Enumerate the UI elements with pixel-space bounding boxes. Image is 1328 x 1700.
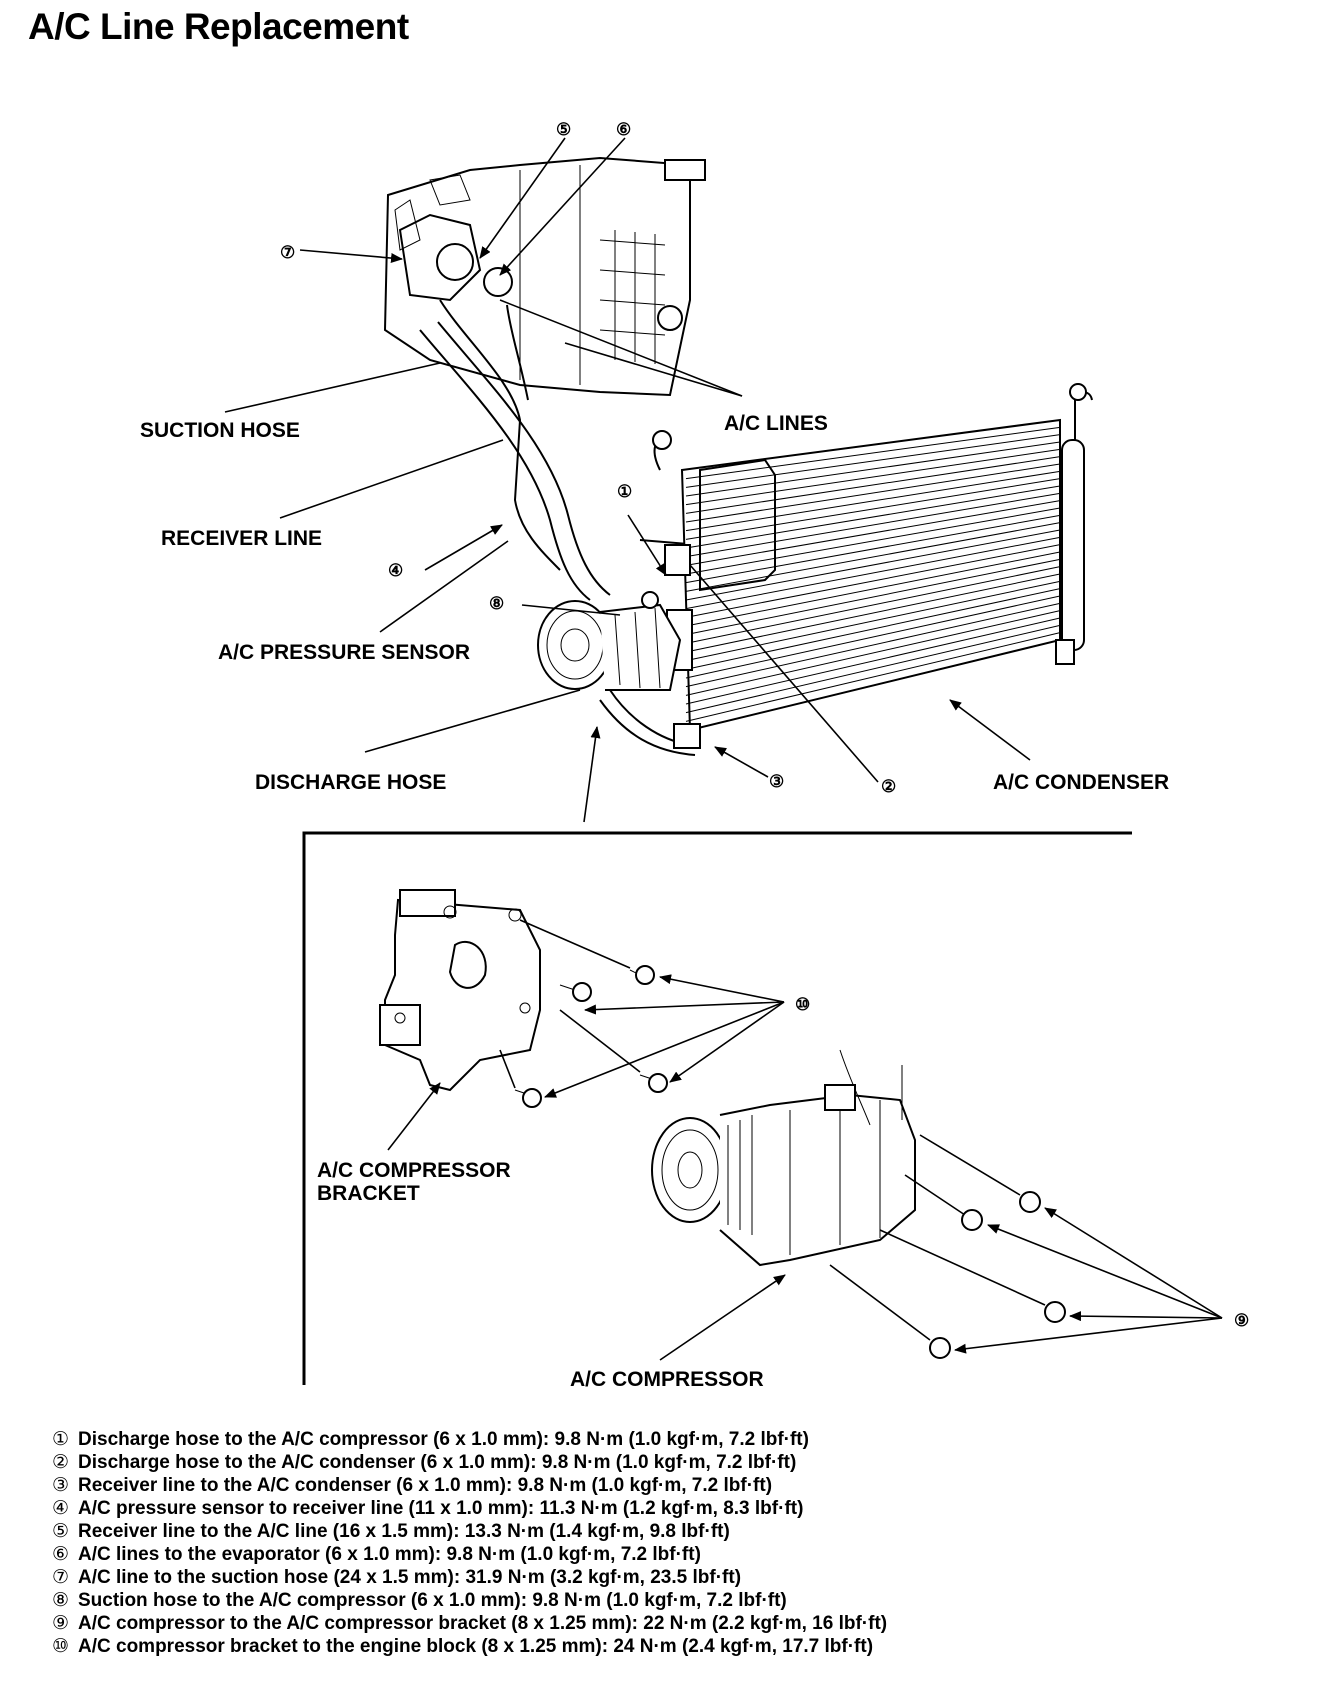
spec-text: A/C compressor bracket to the engine blo… — [78, 1636, 874, 1657]
upper-leaders — [224, 137, 1031, 823]
callout-1: ① — [617, 482, 632, 501]
spec-row: ⑤ Receiver line to the A/C line (16 x 1.5… — [52, 1520, 887, 1543]
condenser-fin — [685, 529, 1061, 601]
compressor-bolts — [829, 1134, 1066, 1359]
spec-row: ⑦ A/C line to the suction hose (24 x 1.5 … — [52, 1566, 887, 1589]
callout-5: ⑤ — [556, 120, 571, 139]
ac-line-diagram: ⑤ ⑥ ⑦ ① ④ ⑧ ③ ② ⑩ ⑨ SUCTION HOSE A/C LIN… — [140, 120, 1249, 1391]
callout-2: ② — [881, 777, 896, 796]
spec-text: Discharge hose to the A/C compressor (6 … — [78, 1429, 809, 1450]
condenser-fin — [685, 514, 1061, 584]
condenser-fin — [685, 551, 1061, 627]
label-suction-hose: SUCTION HOSE — [140, 419, 300, 442]
condenser-fin — [685, 624, 1061, 714]
spec-number: ⑤ — [52, 1521, 70, 1542]
evaporator-unit — [383, 156, 706, 397]
condenser-fin — [685, 602, 1061, 688]
label-pressure-sensor: A/C PRESSURE SENSOR — [218, 641, 470, 664]
condenser-fin — [685, 617, 1061, 705]
condenser-fin — [685, 478, 1061, 540]
spec-number: ⑥ — [52, 1544, 70, 1565]
condenser-fin — [685, 588, 1061, 670]
compressor-bracket — [379, 889, 541, 1092]
spec-text: Receiver line to the A/C line (16 x 1.5 … — [78, 1521, 730, 1542]
condenser-fin — [685, 595, 1061, 679]
condenser-fin — [685, 632, 1061, 722]
label-receiver-line: RECEIVER LINE — [161, 527, 322, 550]
compressor-upper — [537, 591, 682, 691]
spec-row: ⑨ A/C compressor to the A/C compressor br… — [52, 1612, 887, 1635]
spec-row: ⑥ A/C lines to the evaporator (6 x 1.0 mm… — [52, 1543, 887, 1566]
spec-number: ③ — [52, 1475, 70, 1496]
condenser-fin — [685, 485, 1061, 549]
lower-leaders — [387, 974, 1223, 1361]
label-bracket-line2: BRACKET — [317, 1182, 420, 1205]
condenser — [664, 383, 1093, 749]
bracket-bolts — [499, 919, 668, 1108]
spec-number: ⑩ — [52, 1636, 70, 1657]
spec-row: ⑧ Suction hose to the A/C compressor (6 x… — [52, 1589, 887, 1612]
spec-text: Suction hose to the A/C compressor (6 x … — [78, 1590, 787, 1611]
condenser-fin — [685, 448, 1061, 506]
callout-7: ⑦ — [280, 243, 295, 262]
callout-4: ④ — [388, 561, 403, 580]
callout-3: ③ — [769, 772, 784, 791]
spec-number: ④ — [52, 1498, 70, 1519]
label-compressor: A/C COMPRESSOR — [570, 1368, 764, 1391]
callout-8: ⑧ — [489, 594, 504, 613]
condenser-fin — [685, 573, 1061, 653]
callout-numbers: ⑤ ⑥ ⑦ ① ④ ⑧ ③ ② ⑩ ⑨ — [280, 120, 1249, 1330]
condenser-fin — [685, 456, 1061, 514]
condenser-fin — [685, 610, 1061, 696]
condenser-fin — [685, 580, 1061, 662]
condenser-fin — [685, 536, 1061, 610]
label-discharge-hose: DISCHARGE HOSE — [255, 771, 446, 794]
condenser-fin — [685, 441, 1061, 497]
spec-text: A/C lines to the evaporator (6 x 1.0 mm)… — [78, 1544, 701, 1565]
callout-10: ⑩ — [795, 995, 810, 1014]
spec-text: Receiver line to the A/C condenser (6 x … — [78, 1475, 773, 1496]
condenser-fin — [685, 544, 1061, 618]
condenser-fin — [685, 470, 1061, 532]
spec-row: ③ Receiver line to the A/C condenser (6 x… — [52, 1474, 887, 1497]
spec-number: ⑧ — [52, 1590, 70, 1611]
spec-row: ④ A/C pressure sensor to receiver line (1… — [52, 1497, 887, 1520]
condenser-fin — [685, 522, 1061, 592]
condenser-fin — [685, 492, 1061, 558]
spec-number: ⑦ — [52, 1567, 70, 1588]
condenser-fin — [685, 426, 1061, 480]
label-condenser: A/C CONDENSER — [993, 771, 1169, 794]
condenser-fin — [685, 500, 1061, 566]
spec-row: ⑩ A/C compressor bracket to the engine bl… — [52, 1635, 887, 1658]
callout-6: ⑥ — [616, 120, 631, 139]
label-ac-lines: A/C LINES — [724, 412, 828, 435]
spec-row: ① Discharge hose to the A/C compressor (6… — [52, 1428, 887, 1451]
spec-text: A/C pressure sensor to receiver line (11… — [78, 1498, 804, 1519]
spec-number: ⑨ — [52, 1613, 70, 1634]
compressor-lower — [651, 1049, 916, 1267]
spec-row: ② Discharge hose to the A/C condenser (6 … — [52, 1451, 887, 1474]
condenser-fin — [685, 507, 1061, 575]
spec-text: A/C compressor to the A/C compressor bra… — [78, 1613, 888, 1634]
condenser-fin — [685, 463, 1061, 523]
torque-spec-list: ① Discharge hose to the A/C compressor (6… — [52, 1428, 887, 1658]
inset-frame — [302, 831, 1132, 1385]
condenser-fin — [685, 566, 1061, 644]
spec-text: A/C line to the suction hose (24 x 1.5 m… — [78, 1567, 742, 1588]
spec-number: ② — [52, 1452, 70, 1473]
spec-text: Discharge hose to the A/C condenser (6 x… — [78, 1452, 797, 1473]
condenser-fin — [685, 558, 1061, 636]
page-title: A/C Line Replacement — [28, 6, 409, 47]
callout-9: ⑨ — [1234, 1311, 1249, 1330]
condenser-fin — [685, 434, 1061, 488]
spec-number: ① — [52, 1429, 70, 1450]
label-bracket-line1: A/C COMPRESSOR — [317, 1159, 511, 1182]
part-labels: SUCTION HOSE A/C LINES RECEIVER LINE A/C… — [140, 412, 1169, 1391]
